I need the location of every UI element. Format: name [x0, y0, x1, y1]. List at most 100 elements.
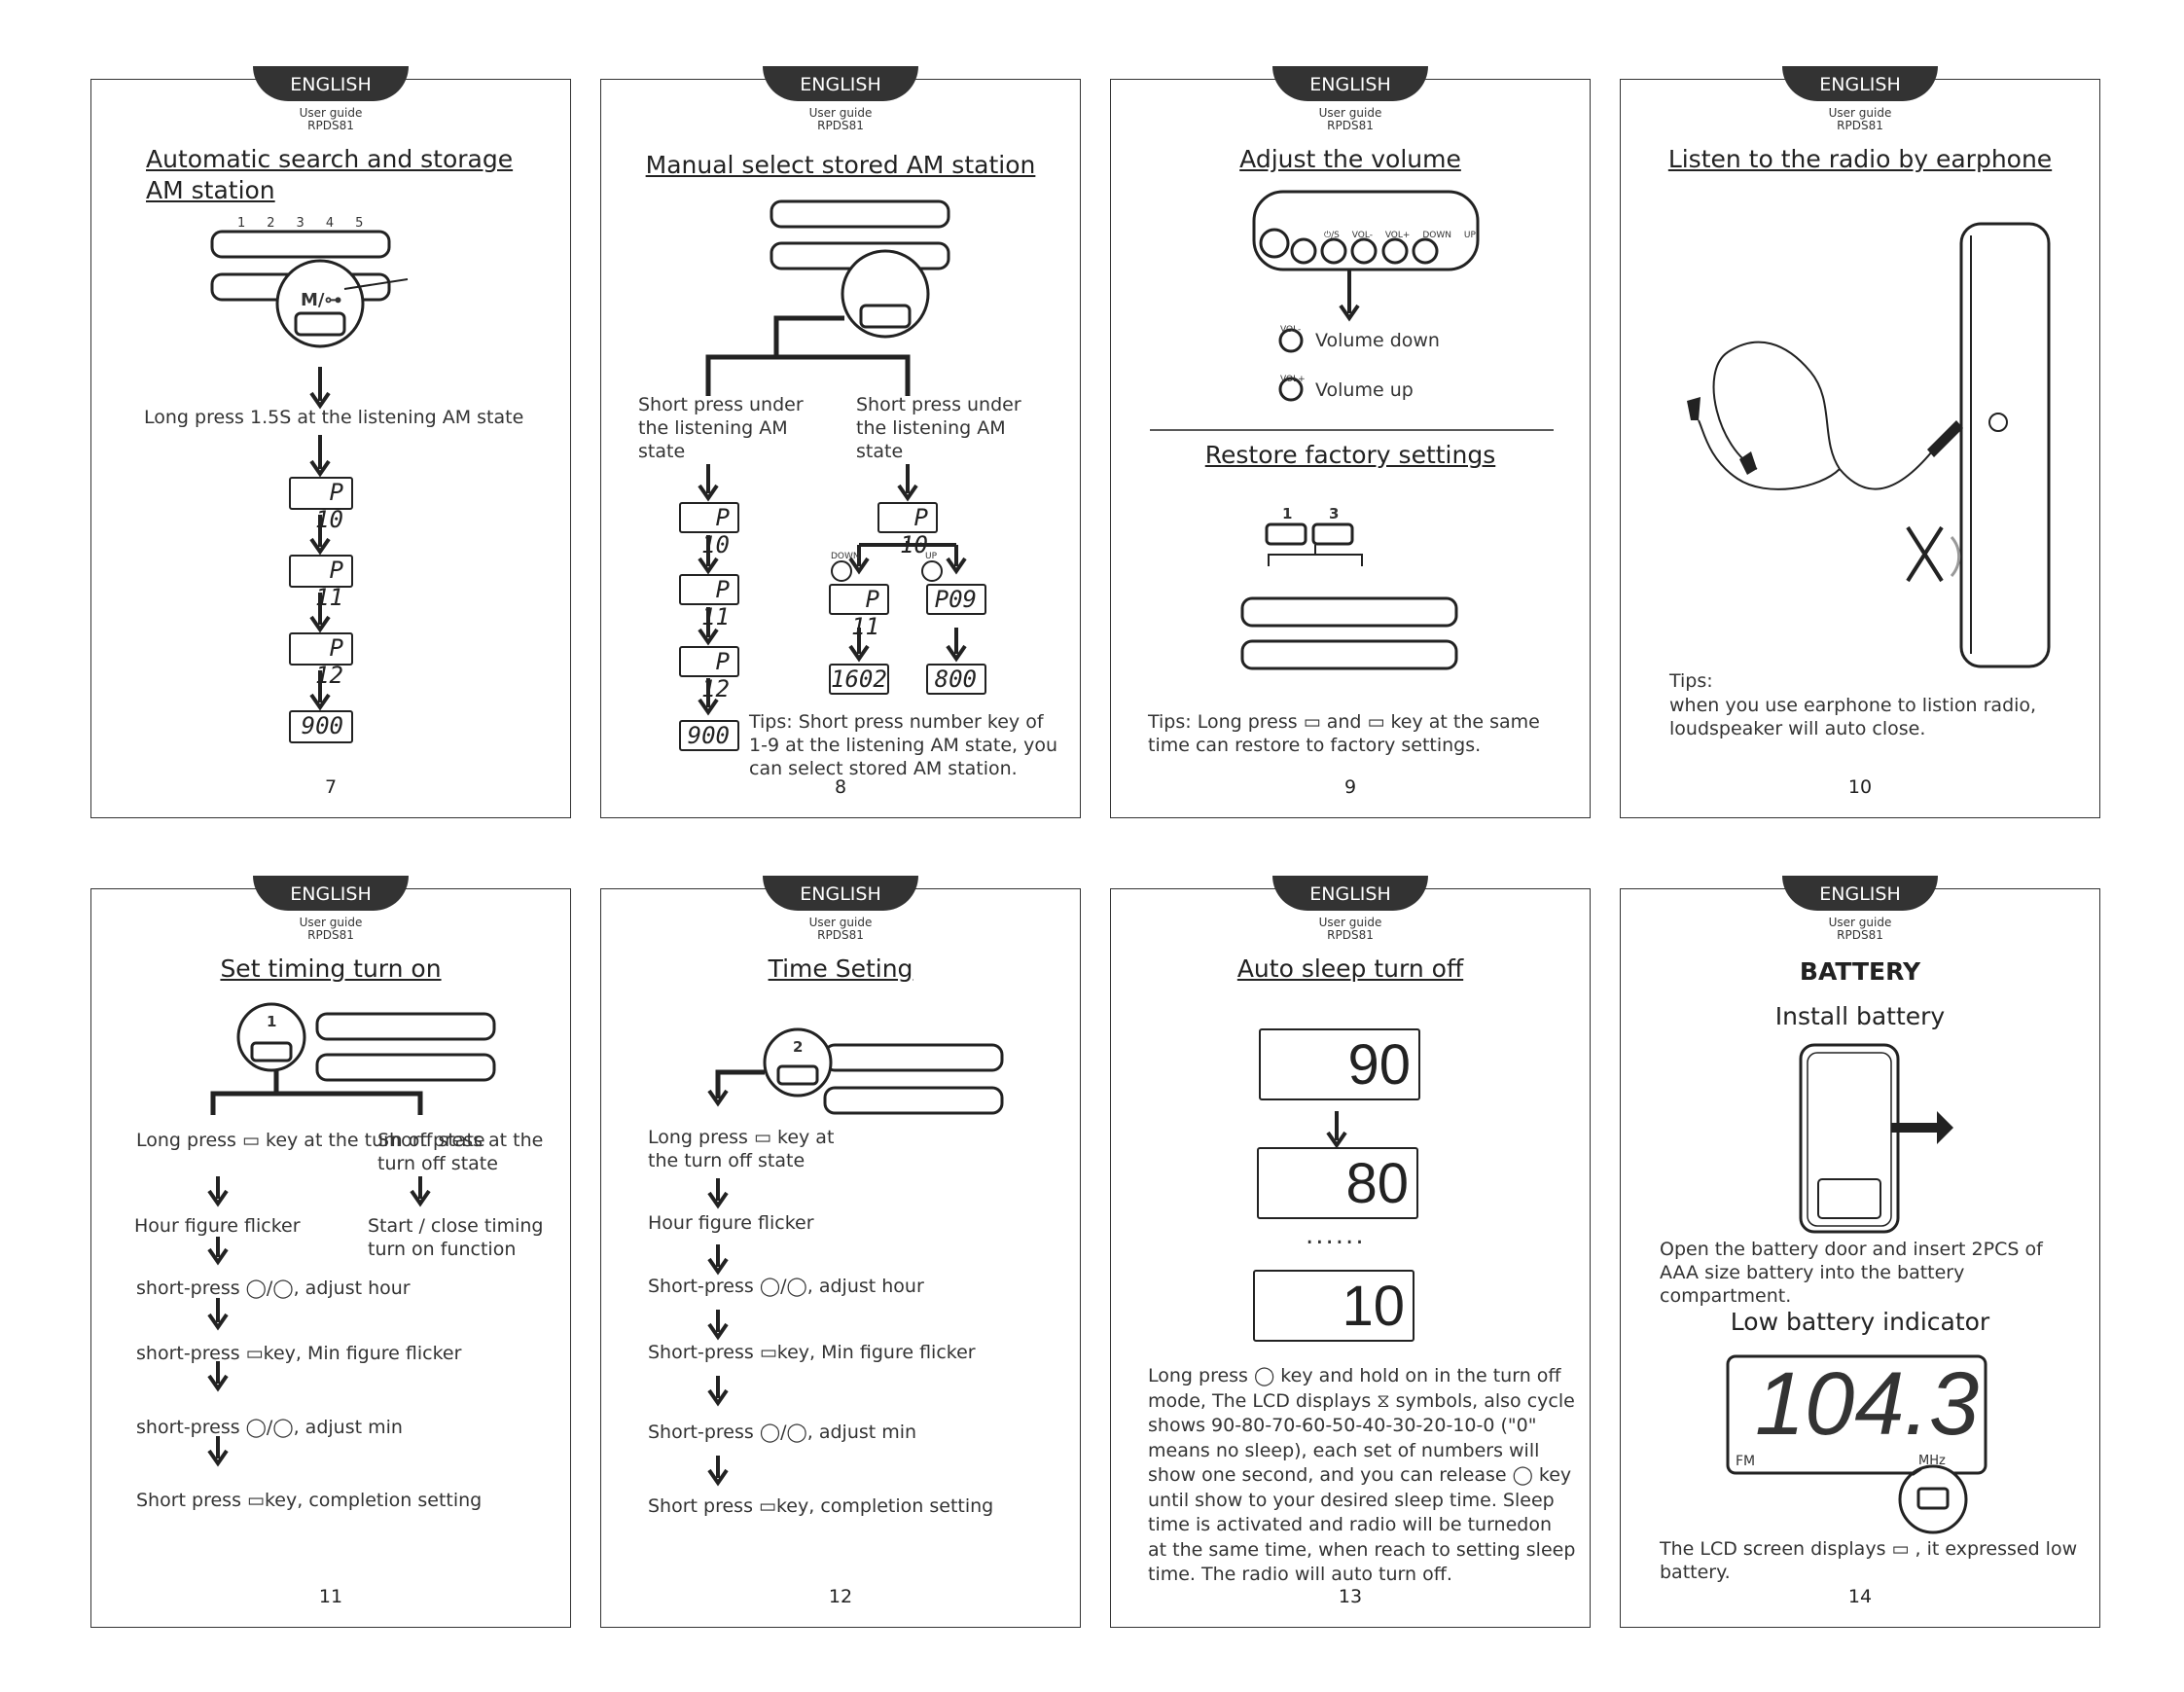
step-2-text: short-press ▭key, Min figure flicker [136, 1343, 462, 1364]
hour-flicker-text: Hour figure flicker [648, 1212, 814, 1234]
lcd-display: 900 [289, 710, 353, 743]
key-3-label: 3 [1329, 505, 1340, 522]
language-tab: ENGLISH [763, 876, 918, 911]
long-press-text: Long press ▭ key at the turn off state [648, 1127, 835, 1171]
install-description: Open the battery door and insert 2PCS of… [1660, 1239, 2043, 1307]
sleep-arrow [1326, 1111, 1347, 1149]
language-tab: ENGLISH [763, 66, 918, 101]
long-press-text: Long press ▭ key at the turn off state [136, 1130, 485, 1151]
lcd-display: 1602 [829, 664, 889, 695]
page-title: BATTERY [1799, 957, 1921, 986]
tips-text: Tips: Long press ▭ and ▭ key at the same… [1148, 711, 1540, 756]
page-number: 9 [1343, 776, 1357, 798]
page-number: 10 [1847, 776, 1873, 798]
page-number: 12 [828, 1586, 853, 1607]
lcd-display: 900 [679, 720, 739, 751]
lcd-display: P 11 [289, 555, 353, 611]
frequency-lcd: 104.3 [1755, 1354, 1980, 1454]
hour-flicker-text: Hour figure flicker [134, 1215, 301, 1237]
lcd-display: 10 [1253, 1270, 1414, 1342]
step-1-text: Short-press ◯/◯, adjust hour [648, 1276, 924, 1297]
step-4-text: Short press ▭key, completion setting [648, 1495, 994, 1517]
step-text: Long press 1.5S at the listening AM stat… [144, 407, 524, 428]
language-tab: ENGLISH [1272, 876, 1428, 911]
lcd-description: The LCD screen displays ▭ , it expressed… [1660, 1538, 2078, 1583]
tips-label: Tips: [1669, 670, 1713, 692]
left-branch-text: Short press under the listening AM state [638, 394, 804, 462]
keypad-diagram [698, 199, 967, 716]
page-title: Automatic search and storage AM station [146, 145, 514, 204]
up-label: UP [925, 552, 938, 561]
step-1-text: short-press ◯/◯, adjust hour [136, 1278, 411, 1299]
lcd-display: P 12 [679, 646, 739, 702]
m-key-label: M/⊶ [301, 290, 342, 310]
page-title: Listen to the radio by earphone [1667, 145, 2053, 173]
language-tab: ENGLISH [1272, 66, 1428, 101]
lcd-display: P 10 [289, 477, 353, 533]
earphone-diagram [1687, 222, 2051, 668]
step-4-text: Short press ▭key, completion setting [136, 1490, 483, 1511]
lcd-display: 800 [926, 664, 986, 695]
vol-minus-label: VOL- [1280, 325, 1302, 335]
short-press-text: Short press at the turn off state [377, 1130, 544, 1174]
page-number: 11 [318, 1586, 343, 1607]
description-text: Long press ◯ key and hold on in the turn… [1148, 1365, 1576, 1585]
page-number: 8 [834, 776, 847, 798]
language-tab: ENGLISH [1782, 66, 1938, 101]
lcd-display: P 12 [289, 632, 353, 689]
step-2-text: Short-press ▭key, Min figure flicker [648, 1342, 976, 1363]
right-branch-text: Short press under the listening AM state [856, 394, 1021, 462]
mhz-label: MHz [1918, 1454, 1946, 1468]
step-3-text: Short-press ◯/◯, adjust min [648, 1422, 917, 1443]
language-tab: ENGLISH [253, 66, 409, 101]
volume-up-text: Volume up [1315, 379, 1414, 401]
language-tab: ENGLISH [253, 876, 409, 911]
page-title: Auto sleep turn off [1236, 954, 1464, 983]
step-3-text: short-press ◯/◯, adjust min [136, 1417, 403, 1438]
vol-plus-label: VOL+ [1280, 375, 1306, 384]
keypad-numbers-top: 12345 [237, 216, 385, 231]
volume-diagram [1150, 190, 1554, 670]
page-title: Set timing turn on [220, 954, 442, 983]
keypad-diagram [207, 1002, 496, 1467]
tips-text: when you use earphone to listion radio, … [1669, 695, 2037, 739]
section-title: Restore factory settings [1204, 441, 1496, 469]
key-1-label: 1 [1282, 505, 1293, 522]
lcd-display: 80 [1257, 1147, 1418, 1219]
page-title: Manual select stored AM station [645, 151, 1036, 179]
install-heading: Install battery [1774, 1002, 1946, 1030]
tips-text: Tips: Short press number key of 1-9 at t… [749, 711, 1058, 779]
lcd-display: P 10 [679, 502, 739, 558]
button-labels: ⏻/S VOL- VOL+ DOWN UP [1324, 231, 1476, 240]
battery-diagram [1726, 1043, 1987, 1534]
lcd-display: P 11 [829, 584, 889, 640]
page-title: Adjust the volume [1239, 145, 1461, 173]
low-battery-heading: Low battery indicator [1730, 1308, 1990, 1336]
ellipsis: ...... [1306, 1221, 1366, 1250]
keypad-diagram [210, 230, 409, 711]
page-number: 14 [1847, 1586, 1873, 1607]
down-label: DOWN [831, 552, 860, 561]
lcd-display: 90 [1259, 1028, 1420, 1100]
page-title: Time Seting [768, 954, 913, 983]
keypad-diagram [707, 1027, 1004, 1487]
language-tab: ENGLISH [1782, 876, 1938, 911]
lcd-display: P 11 [679, 574, 739, 630]
lcd-display: P09 [926, 584, 986, 615]
